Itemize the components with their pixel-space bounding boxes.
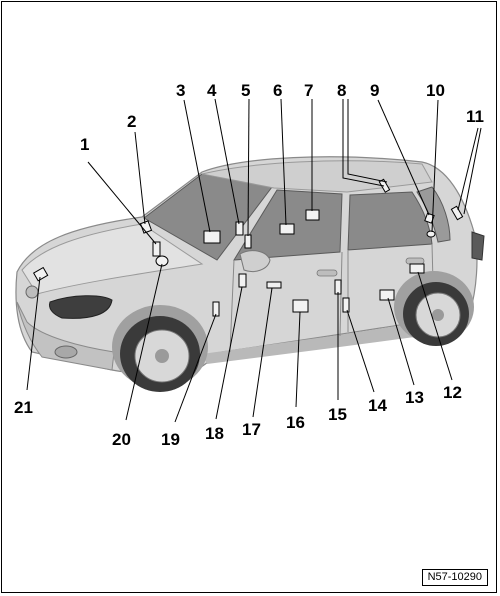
front-door-handle: [316, 269, 338, 277]
tail-light: [471, 231, 485, 261]
component-marker-10: [426, 230, 436, 238]
callout-1: 1: [80, 135, 89, 154]
component-marker-15: [334, 279, 342, 295]
callout-17: 17: [242, 420, 261, 439]
rear-hub: [432, 309, 444, 321]
leader-line-10: [431, 99, 439, 233]
callout-21: 21: [14, 398, 33, 417]
component-marker-11: [450, 205, 464, 221]
component-markers: [32, 178, 464, 317]
callout-15: 15: [328, 405, 347, 424]
component-marker-3: [203, 230, 221, 244]
component-marker-2: [139, 220, 153, 234]
component-marker-18: [238, 273, 247, 288]
component-marker-13: [379, 289, 395, 301]
callout-8: 8: [337, 81, 346, 100]
leader-line-14: [346, 309, 375, 393]
leader-line-4: [214, 98, 240, 225]
callout-11: 11: [466, 107, 484, 126]
leader-line-17: [252, 287, 273, 418]
component-marker-7: [305, 209, 320, 221]
leader-line-3: [183, 99, 211, 233]
leader-line-8: [342, 99, 385, 187]
leader-line-1: [87, 161, 157, 245]
leader-line-2: [134, 131, 146, 225]
component-marker-4: [235, 221, 244, 236]
side-mirror: [239, 250, 271, 273]
component-marker-21: [32, 266, 49, 282]
leader-line-13: [387, 297, 415, 386]
callout-6: 6: [273, 81, 282, 100]
callout-18: 18: [205, 424, 224, 443]
component-marker-19: [212, 301, 220, 317]
callout-3: 3: [176, 81, 185, 100]
callout-13: 13: [405, 388, 424, 407]
leader-line-9: [377, 99, 430, 216]
leader-line-11b: [463, 127, 482, 215]
component-marker-5: [244, 234, 252, 249]
fog-light: [54, 345, 78, 359]
leader-line-20: [125, 263, 163, 421]
leader-line-21: [26, 276, 41, 391]
callout-10: 10: [426, 81, 445, 100]
callout-labels: 1 2 3 4 5 6 7 8 9 10 11 12 13 14 15 16 1…: [14, 81, 484, 449]
front-hub: [155, 349, 169, 363]
component-marker-16: [292, 299, 309, 313]
headlight: [49, 295, 113, 319]
leader-lines: [26, 98, 482, 423]
rear-door-handle: [405, 257, 425, 265]
callout-5: 5: [241, 81, 250, 100]
front-badge: [25, 285, 39, 299]
callout-16: 16: [286, 413, 305, 432]
leader-line-12: [417, 271, 453, 381]
leader-line-5: [247, 98, 250, 237]
leader-line-16: [295, 311, 301, 408]
callout-20: 20: [112, 430, 131, 449]
callout-4: 4: [207, 81, 217, 100]
component-marker-1: [152, 241, 161, 257]
leader-line-11a: [457, 127, 479, 211]
callout-14: 14: [368, 396, 387, 415]
callout-9: 9: [370, 81, 379, 100]
leader-line-8b: [347, 99, 388, 183]
leader-line-19: [174, 313, 217, 423]
component-marker-14: [342, 297, 350, 313]
figure-reference-code: N57-10290: [421, 569, 488, 586]
component-marker-17: [266, 281, 282, 289]
car-illustration: [15, 156, 485, 392]
leader-line-6: [280, 98, 287, 226]
callout-12: 12: [443, 383, 462, 402]
component-marker-12: [409, 263, 425, 274]
leader-line-18: [215, 286, 243, 420]
callout-2: 2: [127, 112, 136, 131]
component-marker-6: [279, 223, 295, 235]
callout-19: 19: [161, 430, 180, 449]
callout-7: 7: [304, 81, 313, 100]
